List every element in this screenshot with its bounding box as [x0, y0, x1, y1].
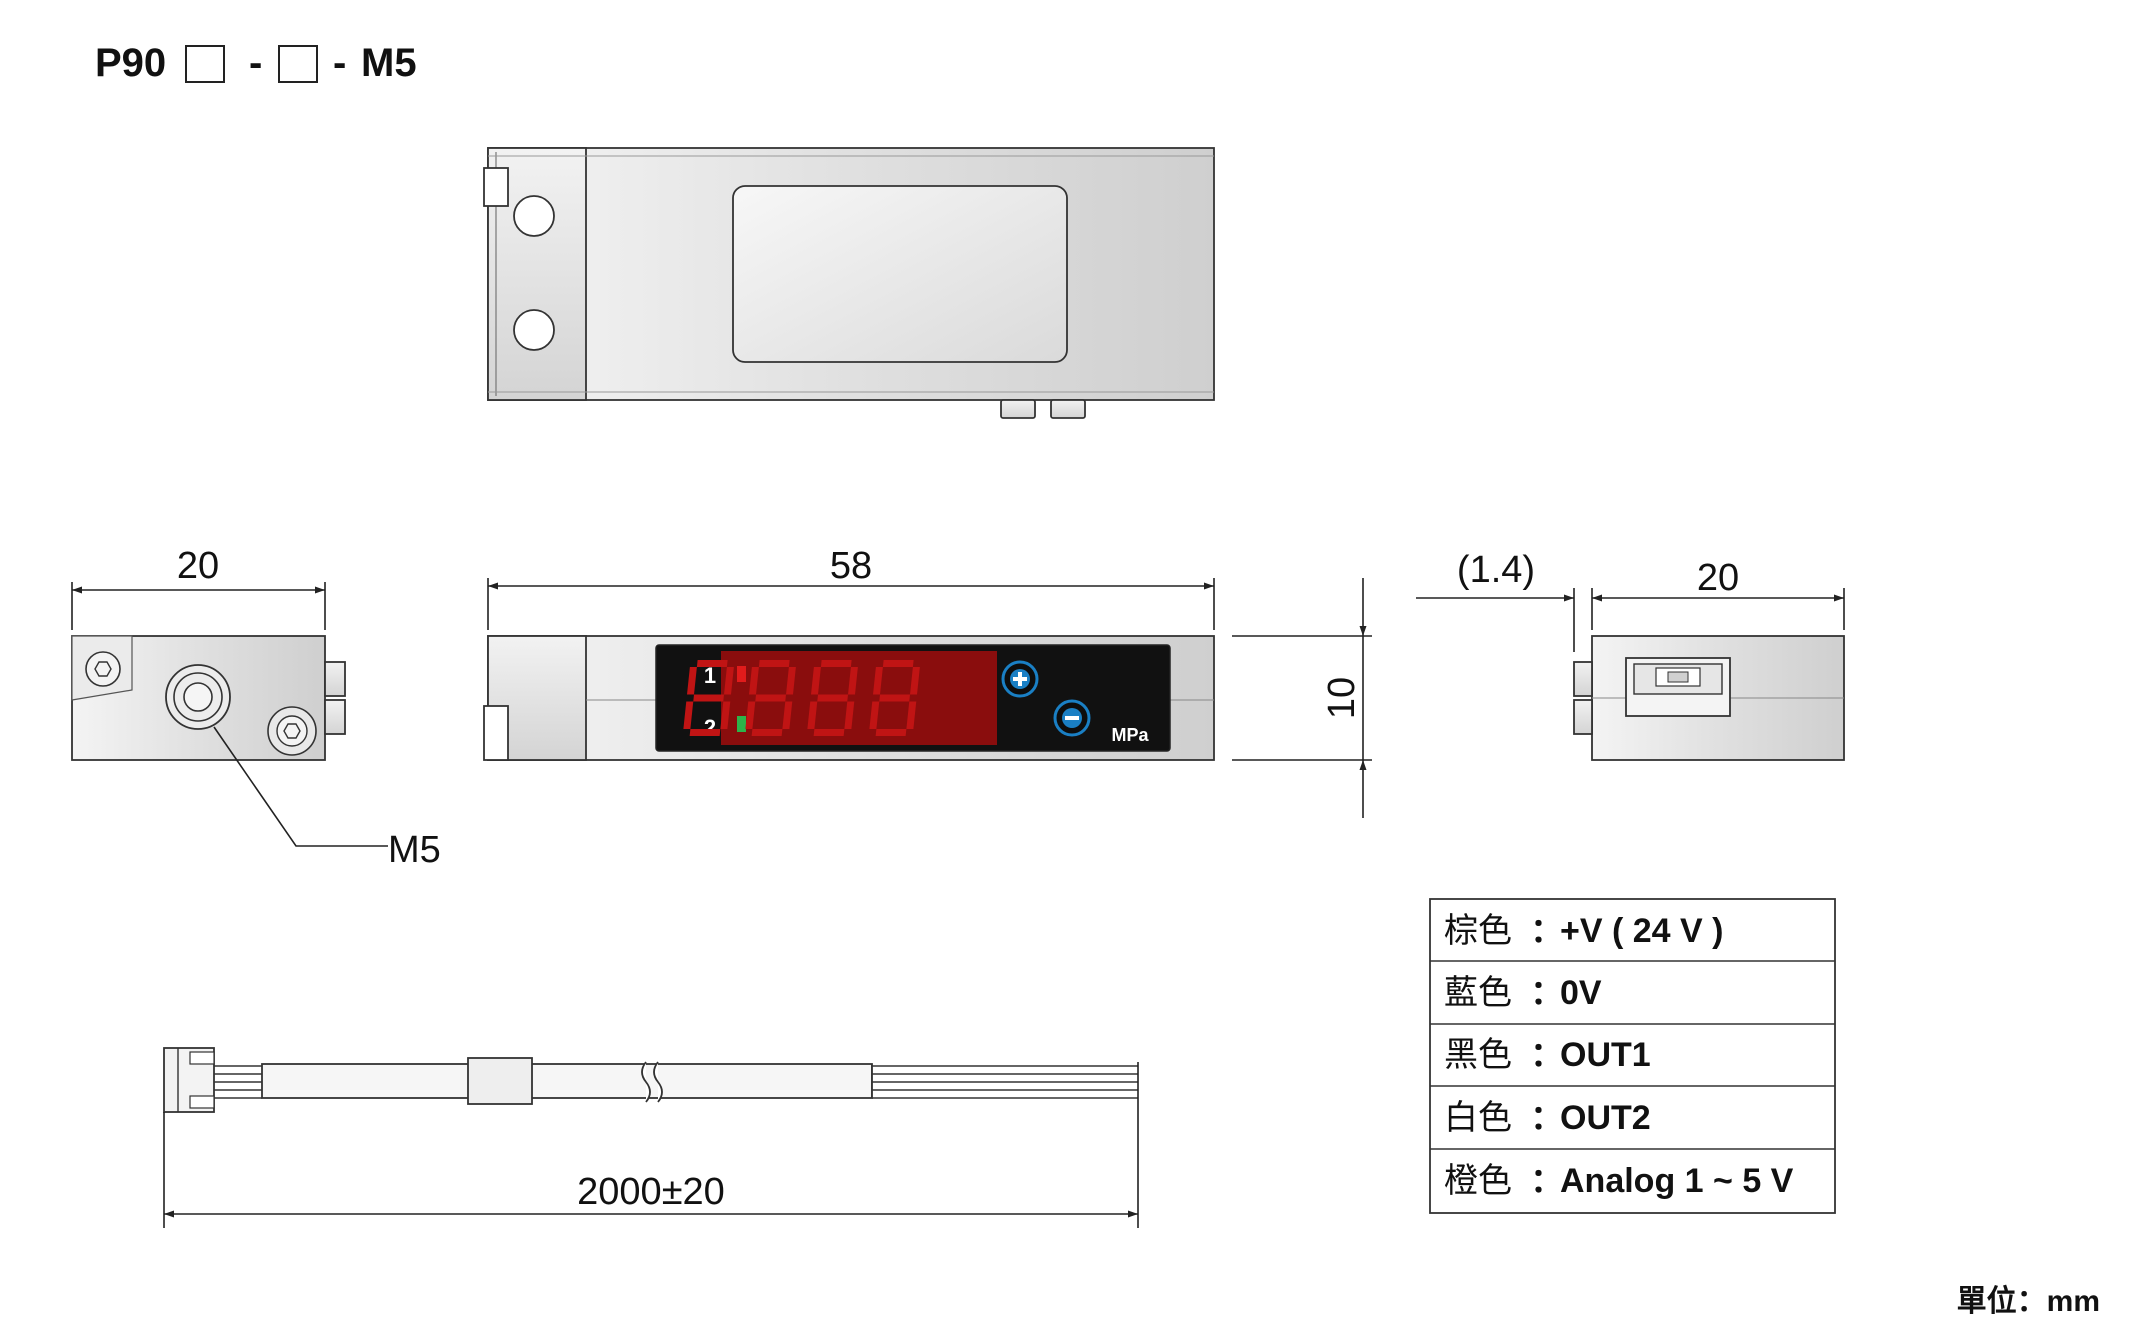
title-prefix: P90 — [95, 41, 166, 85]
cable-length-label: 2000±20 — [577, 1171, 725, 1213]
digit-segment — [807, 701, 818, 729]
digit-segment — [683, 701, 694, 729]
button-stub — [1000, 399, 1036, 419]
m5-leader-line — [213, 726, 388, 847]
digit-segment — [687, 667, 697, 695]
option-box-2 — [278, 45, 318, 83]
digit-segment — [749, 667, 759, 695]
wire-signal: 0V — [1560, 974, 1602, 1012]
wiring-table: 棕色 ： +V ( 24 V ) 藍色 ： 0V 黑色 ： OUT1 白色 ： … — [1429, 898, 1836, 1214]
unit-label: MPa — [1111, 725, 1149, 745]
rear-view: (1.4) 20 — [1416, 549, 1845, 761]
table-row: 黑色 ： OUT1 — [1444, 1036, 1651, 1074]
digit-segment — [820, 660, 852, 667]
button-stub — [1050, 399, 1086, 419]
wire-color: 棕色 — [1444, 912, 1512, 950]
digit-segment — [910, 667, 920, 695]
option-box-1 — [185, 45, 225, 83]
cable-sleeve — [467, 1057, 533, 1105]
digit-segment — [848, 667, 858, 695]
wire-color: 黑色 — [1444, 1036, 1512, 1074]
offset-label: (1.4) — [1457, 549, 1535, 591]
digit-segment — [879, 694, 911, 702]
digit-segment — [873, 667, 883, 695]
digit-segment — [724, 667, 734, 695]
cable-view: 2000±20 — [163, 1047, 1139, 1228]
side-view: M5 20 — [71, 545, 441, 871]
digit-segment — [755, 694, 787, 702]
digit-segment — [751, 729, 783, 736]
digit-segment — [882, 660, 914, 667]
wire-signal: OUT1 — [1560, 1036, 1651, 1074]
hex-screw-icon — [85, 651, 121, 687]
output-1-label: 1 — [704, 663, 716, 688]
title-sep-1: - — [249, 41, 262, 85]
digit-segment — [693, 694, 725, 702]
display-digits-text: 8888 — [0, 0, 3, 1]
wire-separator: ： — [1530, 1036, 1564, 1074]
side-width-label: 20 — [177, 545, 219, 587]
wire-separator: ： — [1530, 1162, 1564, 1200]
digit-segment — [689, 729, 721, 736]
front-view: 1 2 8888 MPa 58 10 — [0, 0, 1372, 818]
rear-width-label: 20 — [1697, 557, 1739, 599]
cable-jacket — [261, 1063, 873, 1099]
table-row: 橙色 ： Analog 1 ~ 5 V — [1444, 1162, 1794, 1200]
digit-segment — [869, 701, 880, 729]
output-1-led — [737, 666, 746, 682]
digit-segment — [875, 729, 907, 736]
digit-segment — [844, 701, 855, 729]
wire-color: 藍色 — [1444, 974, 1512, 1012]
table-row: 藍色 ： 0V — [1444, 974, 1602, 1012]
wire-separator: ： — [1530, 1099, 1564, 1137]
digit-segment — [813, 729, 845, 736]
seven-segment-digits — [683, 660, 920, 736]
height-label: 10 — [1321, 677, 1363, 719]
title-suffix: M5 — [361, 41, 417, 85]
wire-signal: +V ( 24 V ) — [1560, 912, 1723, 950]
table-row: 棕色 ： +V ( 24 V ) — [1444, 912, 1723, 950]
model-title: P90 - - M5 — [95, 41, 417, 85]
wire-separator: ： — [1530, 912, 1564, 950]
table-row: 白色 ： OUT2 — [1444, 1099, 1651, 1137]
digit-segment — [745, 701, 756, 729]
digit-segment — [720, 701, 731, 729]
wire-color: 白色 — [1444, 1099, 1512, 1137]
wire-signal: Analog 1 ~ 5 V — [1560, 1162, 1794, 1200]
wire-color: 橙色 — [1444, 1162, 1512, 1200]
port-label: M5 — [388, 829, 441, 871]
wire-signal: OUT2 — [1560, 1099, 1651, 1137]
top-view — [483, 147, 1215, 419]
digit-segment — [758, 660, 790, 667]
digit-segment — [906, 701, 917, 729]
mount-hole-icon — [513, 195, 555, 237]
digit-segment — [817, 694, 849, 702]
title-sep-2: - — [333, 41, 346, 85]
output-2-label: 2 — [704, 715, 716, 740]
mount-hole-icon — [513, 309, 555, 351]
unit-note: 單位：mm — [1957, 1284, 2100, 1318]
length-label: 58 — [830, 545, 872, 587]
digit-segment — [811, 667, 821, 695]
digit-segment — [696, 660, 728, 667]
digit-segment — [782, 701, 793, 729]
wire-separator: ： — [1530, 974, 1564, 1012]
output-2-led — [737, 716, 746, 732]
digit-segment — [786, 667, 796, 695]
display-window — [732, 185, 1068, 363]
